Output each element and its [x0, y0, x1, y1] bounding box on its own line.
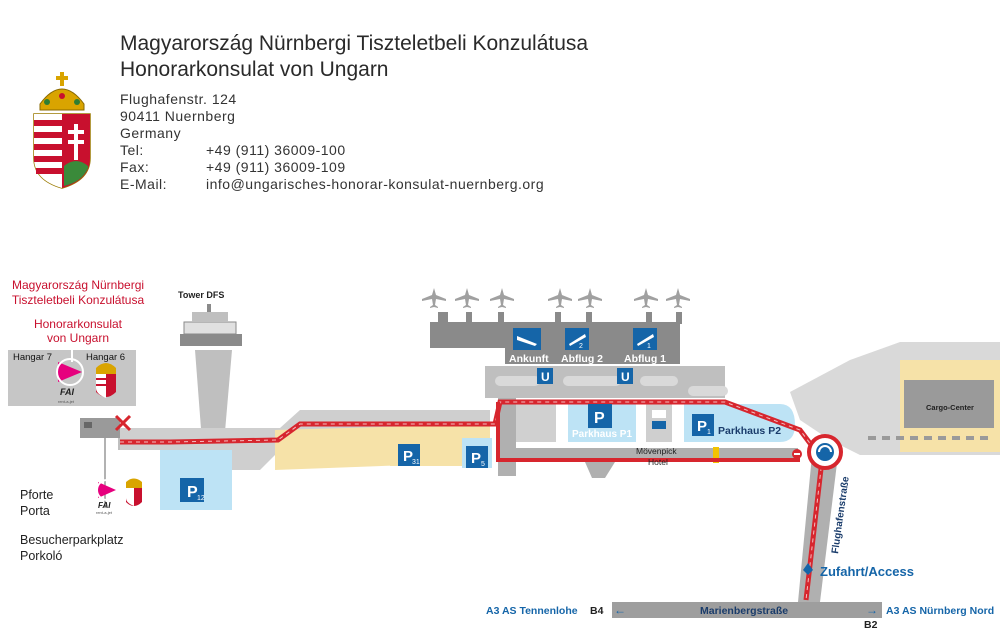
consulate-hu-line1: Magyarország Nürnbergi: [11, 278, 145, 292]
cargo-center-label: Cargo-Center: [926, 403, 974, 412]
a3-nuernberg-nord-label: A3 AS Nürnberg Nord: [886, 605, 994, 617]
abflug2-number: 2: [579, 343, 583, 350]
airplane-icon: [634, 288, 658, 308]
cargo-center: [904, 380, 994, 428]
consulate-hu-line2: Tiszteletbeli Konzulátusa: [11, 293, 145, 307]
fai-label: FAI: [98, 501, 111, 510]
airplane-icon: [578, 288, 602, 308]
hangar6-label: Hangar 6: [86, 352, 125, 363]
p5-letter: P: [471, 450, 481, 467]
arrow-right-icon: →: [866, 603, 878, 617]
ubahn-letter: U: [621, 370, 630, 384]
fai-sublabel: rent-a-jet: [58, 399, 75, 404]
p12-number: 12: [197, 495, 205, 502]
parkhaus-p2-label: Parkhaus P2: [718, 425, 781, 437]
parking-p1-icon: [588, 404, 612, 428]
movenpick-label: Mövenpick: [636, 446, 677, 456]
airplane-icon: [455, 288, 479, 308]
besucherparkplatz-label: Besucherparkplatz: [20, 533, 124, 547]
fax-label: Fax:: [120, 159, 150, 175]
email-label: E-Mail:: [120, 176, 168, 192]
airplane-icon: [422, 288, 446, 308]
access-arrow-icon: [803, 563, 813, 575]
b4-label: B4: [590, 605, 604, 617]
fai-sublabel: rent-a-jet: [96, 510, 113, 515]
email-link[interactable]: info@ungarisches-honorar-konsulat-nuernb…: [206, 176, 545, 192]
p12-letter: P: [187, 484, 198, 501]
marienbergstrasse-label: Marienbergstraße: [700, 605, 788, 617]
page-subtitle: Honorarkonsulat von Ungarn: [120, 58, 389, 81]
hotel-label: Hotel: [648, 457, 668, 467]
parking-p12-icon: [180, 478, 204, 502]
a3-tennenlohe-label: A3 AS Tennenlohe: [486, 605, 578, 617]
hungary-coat-of-arms-icon: [33, 72, 91, 189]
parking-p2-icon: [692, 414, 714, 436]
address-street: Flughafenstr. 124: [120, 91, 237, 107]
porkolo-label: Porkoló: [20, 549, 63, 563]
hangar7-label: Hangar 7: [13, 352, 52, 363]
parkhaus-p1-label: Parkhaus P1: [572, 429, 632, 440]
destination-x-icon: [114, 414, 132, 432]
arrow-left-icon: ←: [614, 603, 626, 617]
p31-number: 31: [412, 459, 420, 466]
abflug1-label: Abflug 1: [624, 353, 666, 365]
zufahrt-label: Zufahrt/Access: [820, 564, 914, 579]
consulate-de-line1: Honorarkonsulat: [33, 317, 123, 331]
hungary-emblem-icon: [126, 478, 142, 506]
ubahn-icon: [537, 368, 553, 384]
porta-label: Porta: [20, 504, 50, 518]
hungary-emblem-icon: [96, 363, 116, 398]
address-country: Germany: [120, 125, 182, 141]
fai-logo-icon: [56, 358, 84, 386]
tel-value: +49 (911) 36009-100: [206, 142, 346, 158]
consulate-de-line2: von Ungarn: [46, 331, 110, 345]
airplane-icons: [422, 288, 690, 308]
abflug2-label: Abflug 2: [561, 353, 603, 365]
airplane-icon: [490, 288, 514, 308]
tower-label: Tower DFS: [178, 290, 224, 300]
p5-number: 5: [481, 461, 485, 468]
marienbergstrasse-road: [612, 602, 882, 618]
p2-number: 1: [707, 429, 711, 436]
address-city: 90411 Nuernberg: [120, 108, 236, 124]
ankunft-label: Ankunft: [509, 353, 549, 365]
ubahn-icon: [617, 368, 633, 384]
tel-label: Tel:: [120, 142, 144, 158]
departure-1-icon: [633, 328, 657, 350]
pforte-label: Pforte: [20, 488, 54, 502]
ubahn-letter: U: [541, 370, 550, 384]
p1-letter: P: [594, 410, 605, 427]
parking-p5-icon: [466, 446, 488, 468]
fax-value: +49 (911) 36009-109: [206, 159, 346, 175]
departure-2-icon: [565, 328, 589, 350]
b2-label: B2: [864, 619, 878, 630]
p31-letter: P: [403, 448, 413, 465]
airplane-icon: [666, 288, 690, 308]
airplane-icon: [548, 288, 572, 308]
parking-p31-icon: [398, 444, 420, 466]
abflug1-number: 1: [647, 343, 651, 350]
page-title: Magyarország Nürnbergi Tiszteletbeli Kon…: [120, 32, 589, 55]
fai-logo-icon: [96, 479, 118, 501]
p2-letter: P: [697, 418, 707, 435]
fai-label: FAI: [60, 387, 75, 397]
arrival-icon: [513, 328, 541, 350]
